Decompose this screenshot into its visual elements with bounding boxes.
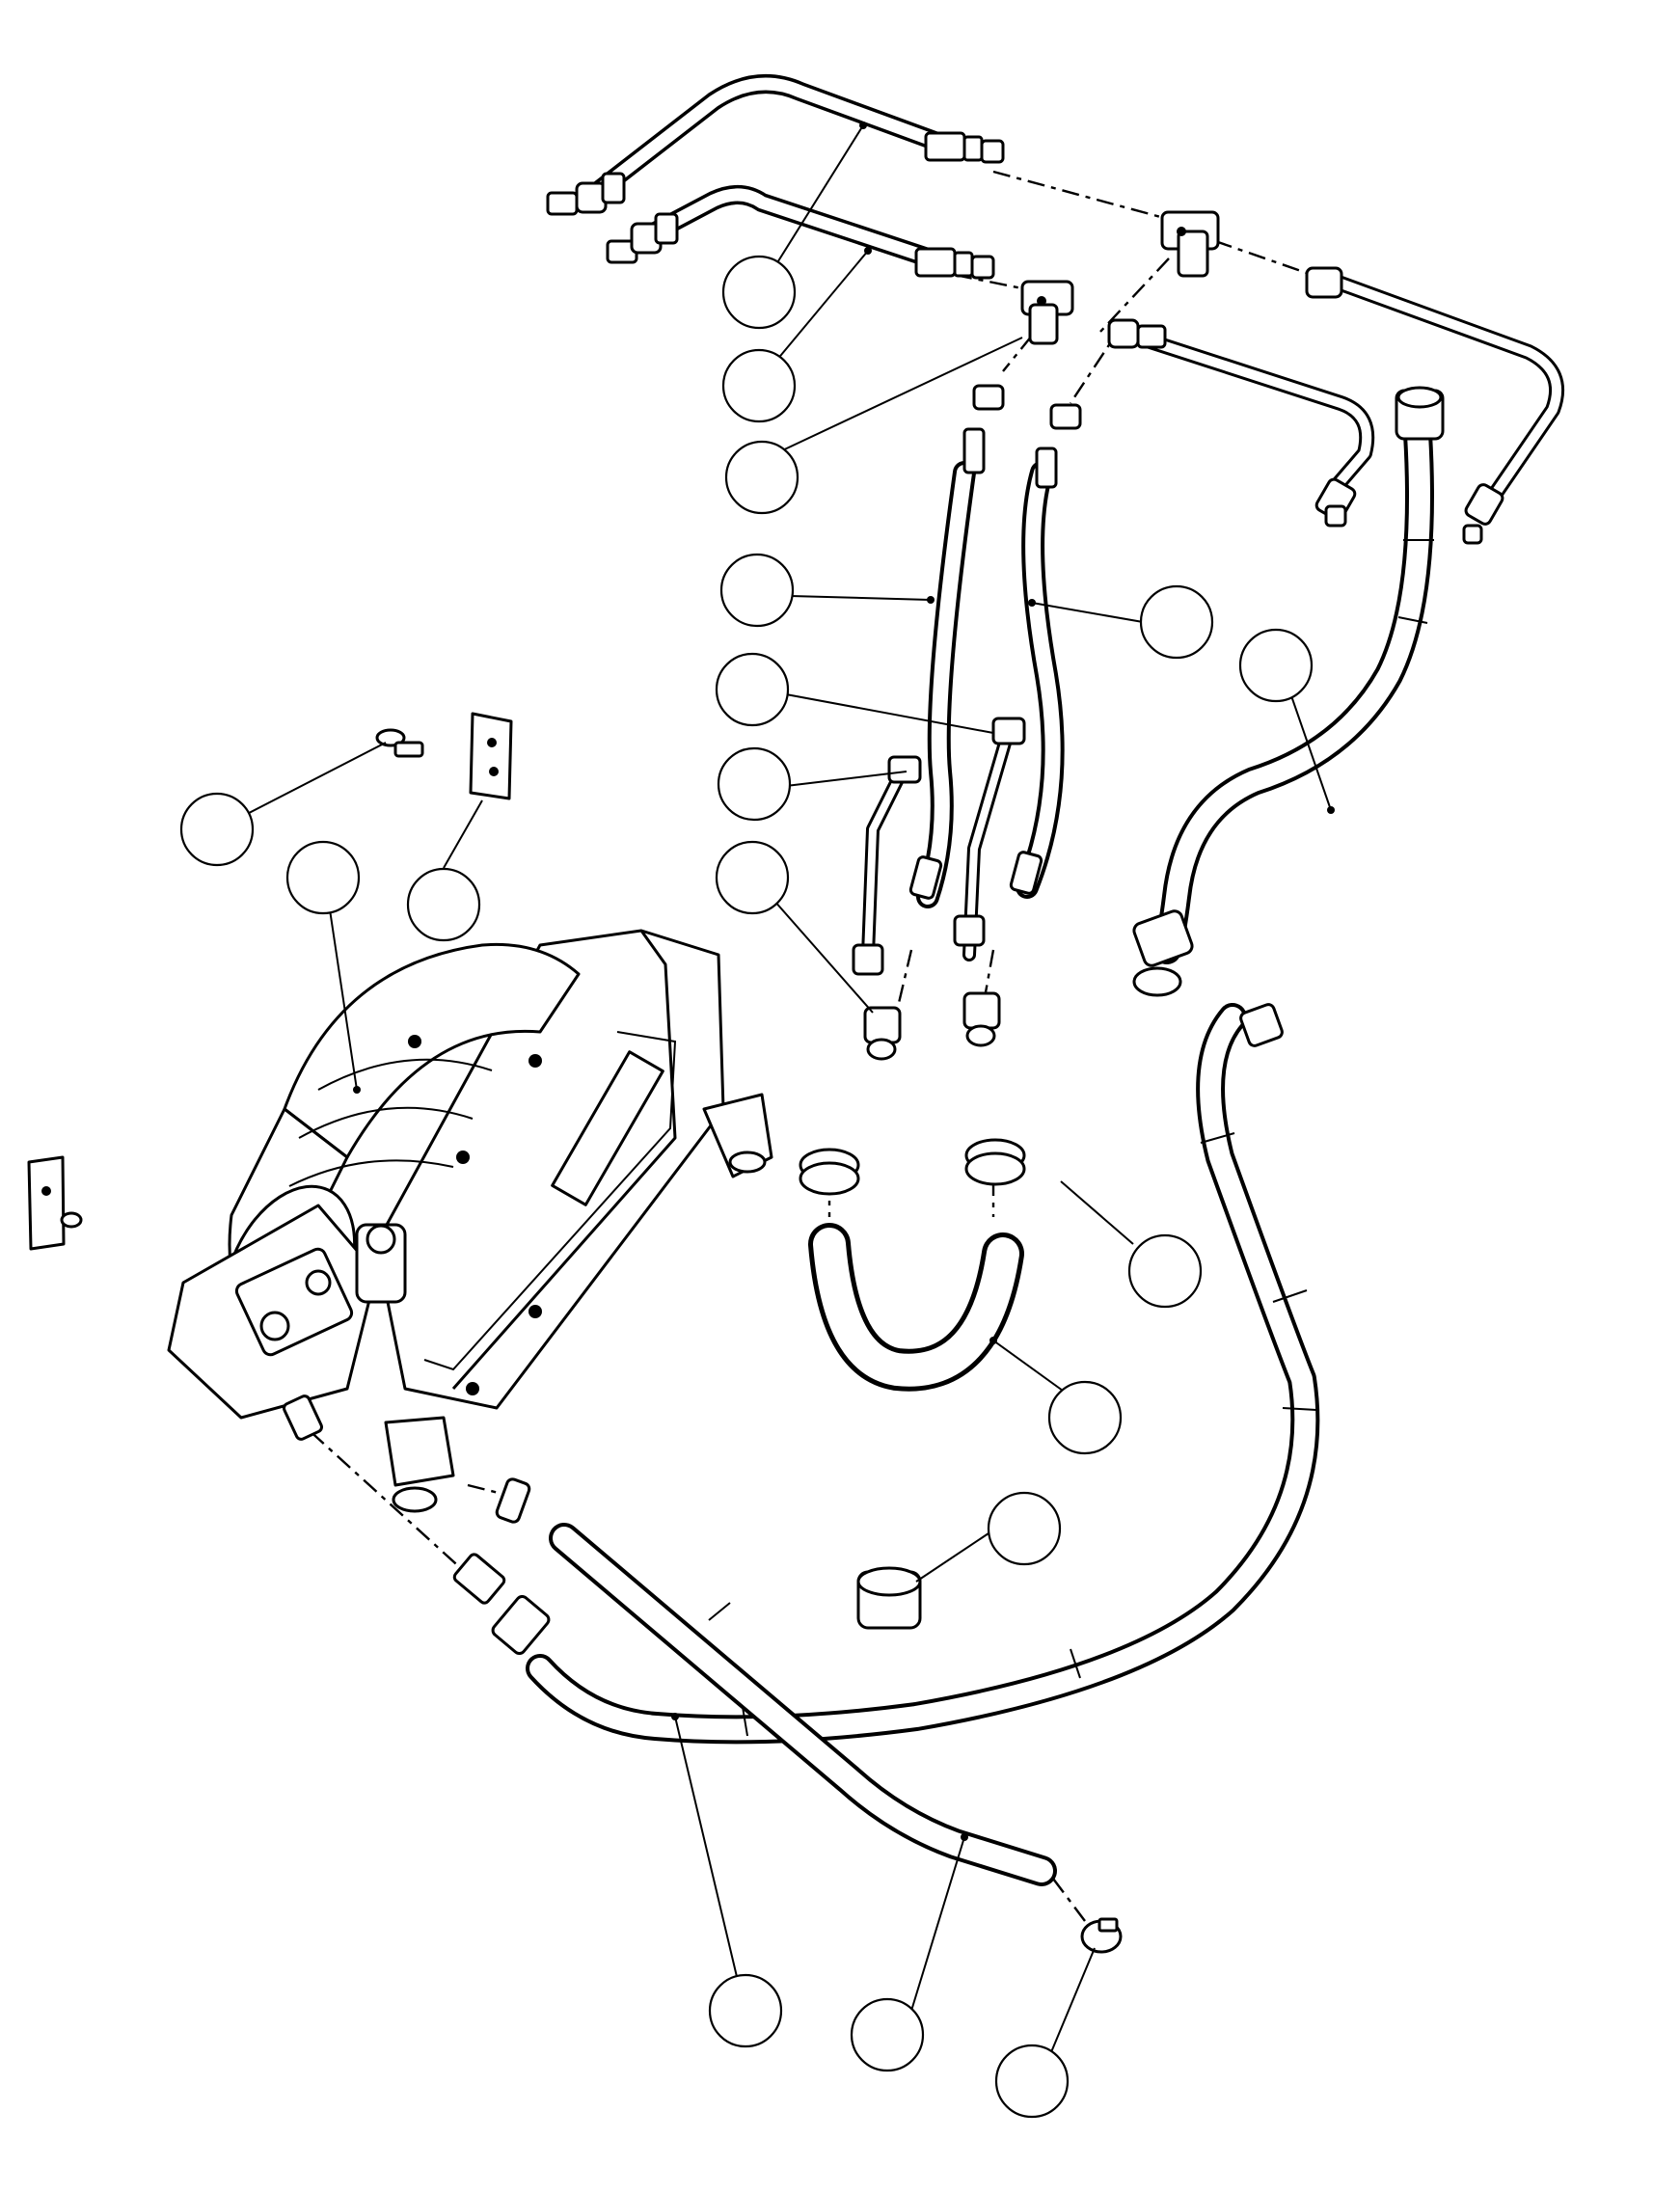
hose-band-marks bbox=[708, 539, 1434, 1737]
callout-bubble-16 bbox=[708, 1973, 783, 2048]
callout-bubble-9 bbox=[1238, 628, 1314, 703]
callout-bubble-18 bbox=[994, 2044, 1070, 2119]
callout-bubble-8 bbox=[1139, 584, 1214, 660]
callout-bubble-1 bbox=[721, 255, 797, 330]
tube-middle-right bbox=[1116, 325, 1375, 495]
hose-large-right bbox=[1152, 420, 1434, 964]
callout-bubble-11 bbox=[285, 840, 361, 915]
motor-pump-assembly bbox=[167, 929, 773, 1513]
callout-bubble-14 bbox=[1047, 1380, 1123, 1455]
fitting-hose-end-a bbox=[924, 131, 1005, 164]
fitting-top-left-2 bbox=[606, 212, 679, 264]
callout-bubble-4 bbox=[719, 553, 795, 628]
callout-bubble-10 bbox=[179, 792, 255, 867]
callout-bubble-6 bbox=[717, 746, 792, 822]
hose-right-bent bbox=[1328, 274, 1564, 509]
leader-lines bbox=[216, 124, 1332, 2065]
fitting-stub-pair bbox=[863, 991, 1001, 1061]
tube-short-left bbox=[861, 765, 908, 961]
fitting-right-ends bbox=[1314, 477, 1504, 545]
pin-sleeve bbox=[495, 1477, 531, 1524]
hose-coupling-lower bbox=[452, 1553, 551, 1656]
fitting-large-hose-bottom bbox=[1132, 909, 1194, 997]
callout-bubble-12 bbox=[406, 867, 481, 942]
callout-bubble-15 bbox=[987, 1491, 1062, 1566]
hose-vertical-right bbox=[1016, 461, 1065, 899]
mount-plate-left bbox=[27, 1155, 83, 1251]
elbow-fitting-lower-right bbox=[1239, 1003, 1284, 1047]
u-hose bbox=[808, 1223, 1024, 1392]
callout-bubble-5 bbox=[715, 652, 790, 727]
hose-top-second bbox=[637, 185, 940, 268]
cap-plug bbox=[856, 1566, 922, 1630]
fitting-vertical-hose-bottoms bbox=[908, 851, 1043, 900]
hose-top-long bbox=[588, 74, 955, 201]
callout-bubble-7 bbox=[715, 840, 790, 915]
fitting-vertical-hose-tops bbox=[962, 384, 1082, 489]
hose-vertical-left bbox=[916, 461, 976, 908]
callout-bubble-17 bbox=[850, 1997, 925, 2072]
tee-fitting-upper bbox=[1160, 210, 1220, 278]
callout-bubble-2 bbox=[721, 348, 797, 423]
callout-bubble-3 bbox=[724, 440, 799, 515]
hose-lower-diagonal bbox=[549, 1523, 1057, 1886]
hose-large-lower-sweep bbox=[526, 1003, 1320, 1745]
fitting-large-hose-top bbox=[1395, 386, 1445, 441]
fitting-hose-end-b bbox=[914, 247, 995, 280]
mount-bolt bbox=[375, 728, 424, 758]
tee-fitting-lower bbox=[1020, 280, 1074, 345]
fitting-short-tubes-tops bbox=[887, 717, 1026, 784]
small-clamp-lower bbox=[1080, 1917, 1123, 1954]
fitting-right-top bbox=[1107, 266, 1343, 349]
callout-bubble-13 bbox=[1127, 1233, 1203, 1309]
fitting-top-left-1 bbox=[546, 172, 626, 216]
hose-clamps bbox=[799, 1138, 1026, 1196]
callout-bubbles bbox=[179, 255, 1314, 2119]
fitting-short-tubes-bottoms bbox=[852, 914, 986, 976]
leader-end-dots bbox=[353, 122, 1335, 1841]
mount-plate-top bbox=[469, 712, 513, 800]
